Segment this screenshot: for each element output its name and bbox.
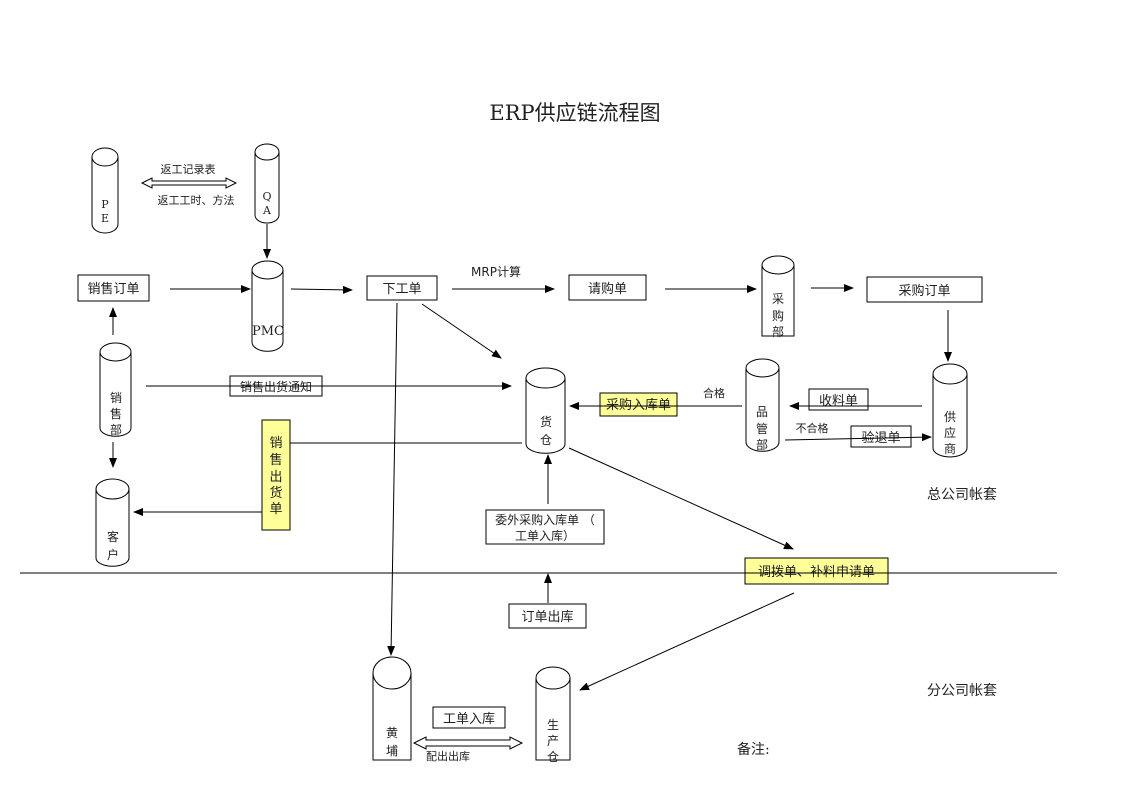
- remarks-label: 备注:: [737, 741, 770, 758]
- rework-record-label: 返工记录表: [161, 162, 216, 176]
- warehouse-label-2: 仓: [540, 433, 552, 447]
- page-title: ERP供应链流程图: [489, 101, 660, 125]
- transfer-replenish-box: 调拨单、补料申请单: [744, 557, 889, 585]
- work-order-receipt-box: 工单入库: [432, 706, 506, 729]
- branch-ledger-label: 分公司帐套: [927, 683, 997, 699]
- rework-hours-label: 返工工时、方法: [158, 193, 235, 207]
- qc-dept-label-3: 部: [756, 437, 768, 452]
- sales-delivery-char-3: 出: [269, 470, 282, 485]
- sales-dept-label-3: 部: [110, 422, 122, 437]
- sales-dept-label-1: 销: [110, 391, 122, 405]
- purchase-request-label: 请购单: [588, 281, 627, 297]
- dispatch-outbound-label: 配出出库: [426, 749, 470, 763]
- transfer-to-production-arrow: [579, 592, 795, 691]
- workorder-to-warehouse-arrow: [421, 303, 502, 359]
- qc-dept-label-1: 品: [756, 405, 768, 419]
- qa-label-1: Q: [262, 190, 271, 203]
- production-label-3: 仓: [547, 750, 559, 764]
- huangpu-production-double-arrow: [412, 736, 524, 750]
- connectors: [20, 177, 1057, 750]
- work-order-label: 下工单: [382, 282, 421, 297]
- fail-label: 不合格: [796, 421, 829, 435]
- supplier-label-2: 应: [944, 425, 956, 440]
- hq-ledger-label: 总公司帐套: [927, 487, 997, 503]
- supplier-cylinder: 供 应 商: [932, 363, 968, 458]
- sales-delivery-char-5: 单: [269, 502, 282, 517]
- pmc-cylinder: PMC: [251, 260, 284, 352]
- outsource-receipt-box: 委外采购入库单 （ 工单入库）: [485, 509, 605, 545]
- pmc-label: PMC: [252, 324, 284, 339]
- receiving-slip-box: 收料单: [808, 388, 869, 411]
- purchasing-dept-label-3: 部: [772, 324, 784, 339]
- sales-delivery-char-2: 售: [269, 452, 282, 468]
- customer-label-2: 户: [107, 547, 119, 562]
- purchase-order-label: 采购订单: [898, 283, 950, 299]
- warehouse-cylinder: 货 仓: [525, 367, 566, 454]
- production-label-1: 生: [547, 718, 559, 732]
- purchase-request-box: 请购单: [568, 274, 647, 301]
- pass-label: 合格: [703, 386, 725, 400]
- receiving-slip-label: 收料单: [819, 394, 858, 409]
- workorder-to-huangpu-arrow: [387, 302, 398, 656]
- supplier-label-3: 商: [944, 441, 956, 456]
- sales-delivery-char-4: 货: [269, 485, 282, 501]
- huangpu-label-1: 黄: [386, 726, 398, 740]
- huangpu-cylinder: 黄 埔: [372, 656, 412, 761]
- outsource-receipt-line-2: 工单入库）: [515, 528, 575, 543]
- outsource-receipt-line-1: 委外采购入库单 （: [495, 512, 595, 527]
- purchase-receipt-label: 采购入库单: [606, 397, 671, 413]
- pe-label-2: E: [101, 212, 109, 225]
- pe-label-1: P: [101, 198, 109, 211]
- purchasing-dept-label-2: 购: [772, 308, 784, 323]
- qc-to-supplier-arrow: [784, 433, 932, 442]
- customer-cylinder: 客 户: [95, 478, 130, 567]
- return-slip-box: 验退单: [850, 425, 912, 448]
- sales-dept-cylinder: 销 售 部: [99, 342, 132, 437]
- supplier-label-1: 供: [944, 410, 956, 424]
- work-order-box: 下工单: [366, 275, 438, 301]
- qa-cylinder: Q A: [254, 143, 280, 224]
- pmc-to-workorder-arrow: [290, 285, 353, 294]
- warehouse-to-transfer-arrow: [568, 447, 794, 550]
- purchasing-dept-cylinder: 采 购 部: [761, 255, 795, 339]
- sales-dept-label-2: 售: [110, 406, 122, 421]
- qc-dept-cylinder: 品 管 部: [745, 358, 780, 452]
- qc-dept-label-2: 管: [756, 421, 768, 436]
- qa-label-2: A: [262, 204, 272, 217]
- mrp-label: MRP计算: [471, 264, 521, 279]
- sales-order-label: 销售订单: [87, 281, 139, 297]
- rework-double-arrow: [140, 177, 238, 189]
- purchase-receipt-box: 采购入库单: [599, 392, 678, 417]
- pe-cylinder: P E: [91, 147, 119, 234]
- production-warehouse-cylinder: 生 产 仓: [535, 666, 571, 764]
- huangpu-label-2: 埔: [386, 744, 398, 758]
- warehouse-label-1: 货: [540, 414, 552, 429]
- sales-delivery-char-1: 销: [269, 436, 282, 451]
- work-order-receipt-label: 工单入库: [443, 711, 495, 727]
- purchase-order-box: 采购订单: [866, 276, 983, 303]
- purchasing-dept-label-1: 采: [772, 292, 784, 306]
- sales-order-box: 销售订单: [77, 274, 150, 302]
- order-outbound-box: 订单出库: [508, 603, 587, 629]
- sales-delivery-slip-box: 销 售 出 货 单: [261, 419, 291, 531]
- order-outbound-label: 订单出库: [521, 609, 573, 625]
- production-label-2: 产: [547, 734, 559, 748]
- customer-label-1: 客: [107, 529, 119, 544]
